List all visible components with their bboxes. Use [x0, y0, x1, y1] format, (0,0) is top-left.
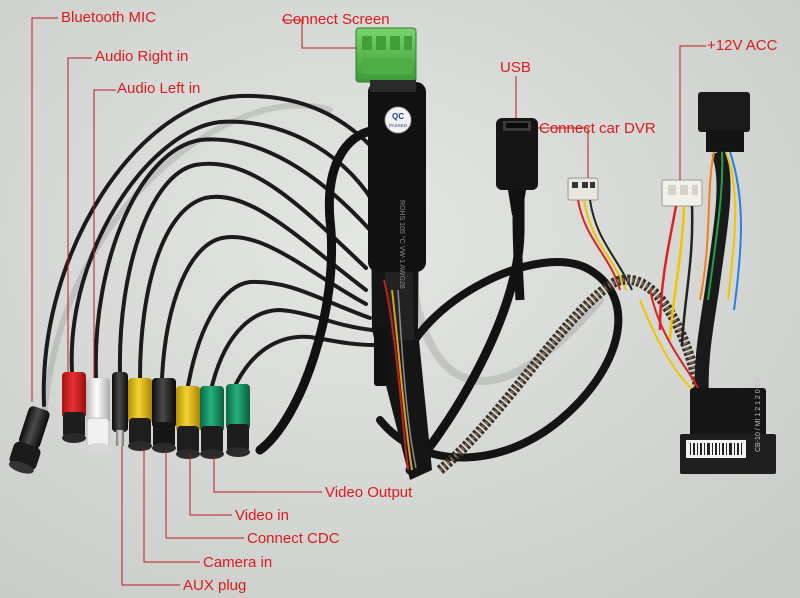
vehicle-harness-plug-top — [639, 92, 750, 401]
connect-cdc-jack — [152, 378, 176, 453]
barcode — [690, 443, 742, 455]
video-in-jack — [176, 386, 200, 459]
label-connect-car-dvr: Connect car DVR — [539, 120, 656, 137]
aux-plug-jack — [112, 372, 128, 446]
qc-sticker: QC PASSED — [384, 106, 412, 134]
label-bluetooth-mic: Bluetooth MIC — [61, 9, 157, 26]
qc-sticker-sub: PASSED — [389, 123, 408, 128]
signal-cables — [41, 93, 384, 407]
audio-right-jack — [62, 372, 86, 443]
label-usb: USB — [500, 59, 531, 76]
screen-connector — [355, 27, 417, 92]
label-audio-left-in: Audio Left in — [117, 80, 201, 97]
vehicle-harness-plug-bottom: CB-10 / MI 1 2 1 2 0 0 5 — [680, 378, 776, 474]
braided-cable — [436, 274, 705, 474]
label-camera-in: Camera in — [203, 554, 273, 571]
acc-connector — [658, 179, 703, 346]
audio-left-jack — [86, 378, 110, 453]
dvr-connector — [567, 177, 633, 291]
label-video-in: Video in — [235, 507, 289, 524]
plug-label: CB-10 / MI 1 2 1 2 0 0 5 — [755, 378, 762, 452]
video-output-jack-1 — [200, 386, 224, 459]
label-video-output: Video Output — [325, 484, 413, 501]
rca-connectors — [8, 372, 250, 474]
jacket-print: ROHS 105 °C VW-1 AWG28 — [398, 200, 406, 289]
inline-fuse — [374, 326, 388, 386]
label-connect-screen: Connect Screen — [282, 11, 390, 28]
label-connect-cdc: Connect CDC — [247, 530, 340, 547]
camera-in-jack — [128, 378, 152, 451]
label-aux-plug: AUX plug — [183, 577, 247, 594]
bluetooth-mic-jack — [8, 406, 50, 474]
video-output-jack-2 — [226, 384, 250, 457]
usb-connector — [496, 118, 538, 301]
label-12v-acc: +12V ACC — [707, 37, 778, 54]
leader-lines — [31, 17, 706, 586]
qc-sticker-text: QC — [392, 112, 404, 121]
label-audio-right-in: Audio Right in — [95, 48, 189, 65]
